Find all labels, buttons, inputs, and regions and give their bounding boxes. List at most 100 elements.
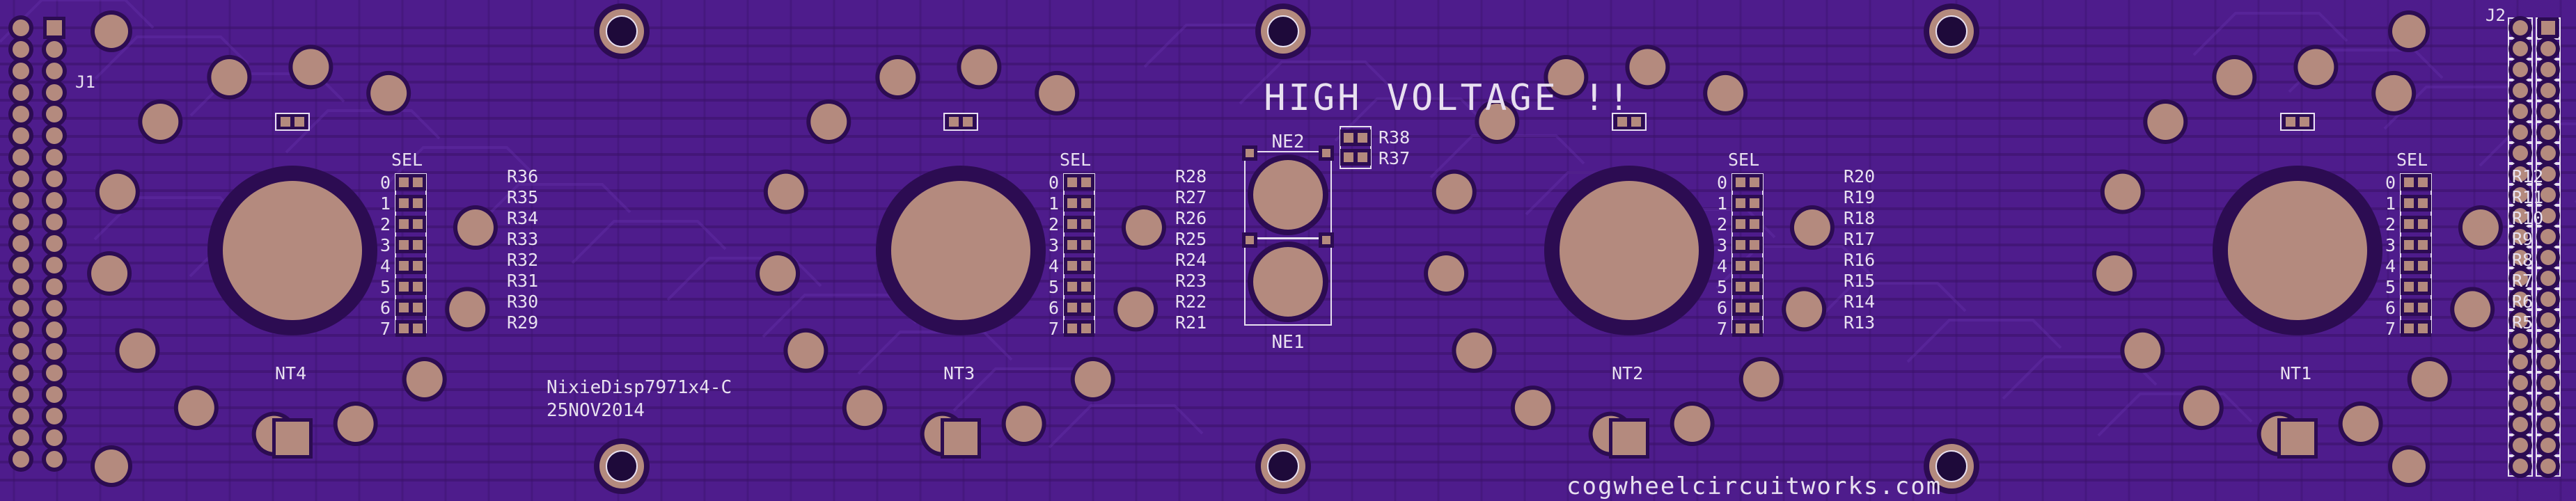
tube-pin <box>846 390 883 427</box>
j1-pin <box>13 127 29 144</box>
j2-pin <box>2540 62 2556 77</box>
sel-digit: 1 <box>1717 193 1727 214</box>
j1-pin <box>46 84 63 101</box>
r38-label: R38 <box>1379 127 1410 148</box>
tube-pin <box>1629 49 1666 86</box>
j1-pin <box>13 170 29 187</box>
sel-pin <box>2404 324 2414 333</box>
tube-key-pad <box>944 422 977 455</box>
tube-smd-pad <box>2300 117 2309 127</box>
tube-pin <box>1786 291 1823 328</box>
sel-digit: 7 <box>2385 319 2396 339</box>
j2-pin <box>2513 187 2528 202</box>
j2-pin <box>2540 354 2556 369</box>
j2-pin <box>2513 83 2528 98</box>
sel-pin <box>1067 177 1077 187</box>
resistor-label: R27 <box>1175 187 1207 207</box>
resistor-label: R23 <box>1175 271 1207 291</box>
tube-smd-pad <box>1617 117 1627 127</box>
sel-pin <box>1736 177 1745 187</box>
trace-route <box>571 220 727 264</box>
tube-label: NT4 <box>275 363 306 383</box>
tube-pin <box>2096 255 2133 292</box>
j1-pin <box>13 429 29 446</box>
sel-pin <box>2418 303 2428 312</box>
sel-pin <box>1081 303 1091 312</box>
j1-pin <box>13 408 29 424</box>
j2-pin <box>2513 250 2528 265</box>
neon-lead-pad <box>1246 149 1254 157</box>
tube-pin <box>1456 332 1493 369</box>
j2-pin <box>2540 438 2556 453</box>
resistor-label: R12 <box>2512 166 2543 186</box>
sel-digit: 5 <box>2385 277 2396 297</box>
j1-pin <box>13 257 29 273</box>
tube-pin <box>961 49 998 86</box>
tube-label: NT3 <box>943 363 975 383</box>
sel-pin <box>2418 282 2428 292</box>
sel-pin <box>2404 303 2414 312</box>
j2-pin <box>2540 208 2556 223</box>
resistor-label: R6 <box>2512 292 2533 312</box>
resistor-label: R28 <box>1175 166 1207 186</box>
resistor-label: R36 <box>507 166 538 186</box>
sel-digit: 4 <box>2385 256 2396 276</box>
sel-pin <box>1750 324 1759 333</box>
tube-pin <box>178 390 214 427</box>
tube-key-pad <box>276 422 309 455</box>
tube-pin <box>760 255 796 292</box>
tube-smd-pad <box>294 117 304 127</box>
j1-pin <box>13 41 29 58</box>
r37-label: R37 <box>1379 148 1410 168</box>
sel-pin <box>1750 303 1759 312</box>
trace-route <box>1811 282 1967 326</box>
j2-pin <box>2513 166 2528 182</box>
sel-pin <box>413 198 423 208</box>
trace-route <box>94 35 250 80</box>
j2-pin <box>2540 41 2556 56</box>
sel-pin <box>1081 198 1091 208</box>
j1-pin <box>13 106 29 122</box>
sel-pin <box>1736 240 1745 250</box>
trace-route <box>1048 404 1204 449</box>
tube-smd-pad <box>281 117 290 127</box>
j1-pin <box>13 63 29 79</box>
sel-digit: 1 <box>380 193 391 214</box>
sel-pin <box>2418 219 2428 229</box>
j2-pin <box>2513 417 2528 432</box>
tube-smd-pad <box>2286 117 2295 127</box>
tube-smd-outline <box>275 113 310 131</box>
j2-pin <box>2513 375 2528 390</box>
j1-pin <box>13 365 29 381</box>
resistor-label: R13 <box>1844 312 1875 333</box>
j1-pin <box>46 214 63 230</box>
sel-pin <box>1067 261 1077 271</box>
j2-pin <box>2513 438 2528 453</box>
sel-pin <box>1736 282 1745 292</box>
sel-pin <box>1081 240 1091 250</box>
j1-pin <box>46 235 63 252</box>
j2-pin <box>2540 250 2556 265</box>
j1-pin <box>13 321 29 338</box>
j2-pin <box>2513 354 2528 369</box>
j2-pin <box>2540 83 2556 98</box>
mounting-hole-drill <box>1935 450 1968 482</box>
tube-smd-pad <box>1631 117 1641 127</box>
tube-pin <box>1674 406 1711 443</box>
j2-pin <box>2540 417 2556 432</box>
sel-pin <box>1736 303 1745 312</box>
j2-pin <box>2513 459 2528 474</box>
resistor-label: R7 <box>2512 271 2533 291</box>
website-label: cogwheelcircuitworks.com <box>1566 472 1942 500</box>
sel-pin <box>413 324 423 333</box>
neon-lamp-pad <box>1253 160 1323 230</box>
j1-pin <box>13 278 29 295</box>
resistor-label: R25 <box>1175 229 1207 249</box>
resistor-label: R20 <box>1844 166 1875 186</box>
sel-pin <box>1081 261 1091 271</box>
tube-pin <box>2454 291 2491 328</box>
j1-pin <box>46 41 63 58</box>
tube-pin <box>1479 103 1516 140</box>
j1-square-pin <box>47 20 62 35</box>
corner-pad <box>95 15 128 48</box>
